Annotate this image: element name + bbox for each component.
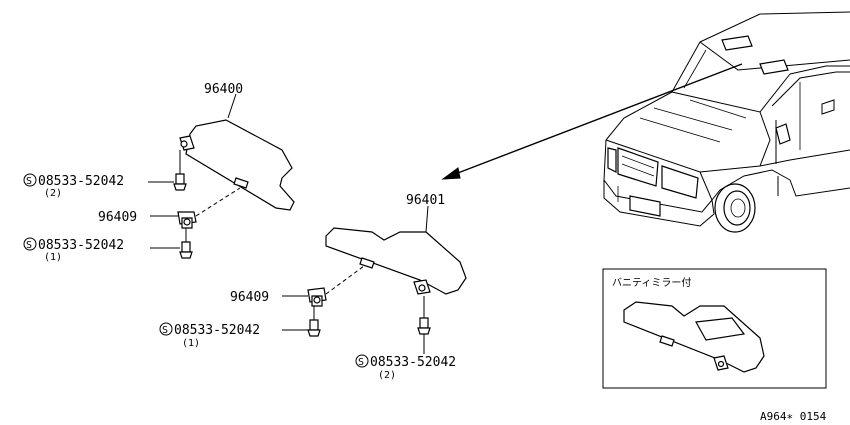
svg-text:(2): (2)	[378, 370, 396, 381]
screw-bottom-mid-icon	[307, 306, 321, 337]
inset-title: バニティミラー付	[612, 276, 691, 289]
s-symbol-icon	[355, 354, 369, 368]
screw-top-left-icon	[173, 150, 187, 191]
part-label-96409-left: 96409	[98, 210, 137, 225]
svg-text:08533-52042: 08533-52042	[38, 174, 124, 189]
vehicle-illustration	[603, 11, 850, 233]
screw-bottom-right-icon	[417, 296, 431, 354]
screw-callout-top-left: S 08533-52042 (2)	[23, 173, 124, 199]
diagram-code: A964∗ 0154	[760, 410, 827, 423]
direction-arrow	[441, 63, 743, 180]
leader-96400	[227, 93, 237, 119]
svg-text:(2): (2)	[44, 188, 62, 199]
clip-96409-right-icon	[307, 287, 327, 307]
svg-text:S: S	[358, 357, 364, 368]
screw-bottom-left-icon	[179, 228, 193, 259]
svg-text:08533-52042: 08533-52042	[38, 238, 124, 253]
s-symbol-icon	[23, 237, 37, 251]
clip-guide-left	[195, 187, 241, 217]
svg-text:S: S	[26, 240, 32, 251]
mirror-panel	[695, 317, 746, 341]
sun-visor-96400	[179, 93, 295, 211]
vanity-mirror-inset: バニティミラー付	[602, 268, 827, 389]
svg-text:08533-52042: 08533-52042	[174, 323, 260, 338]
svg-text:(1): (1)	[44, 252, 62, 263]
screw-callout-bottom-right: S 08533-52042 (2)	[355, 354, 456, 381]
part-label-96409-right: 96409	[230, 290, 269, 305]
sun-visor-96401	[325, 205, 467, 295]
clip-96409-left-icon	[177, 211, 197, 229]
part-label-96400: 96400	[204, 82, 243, 97]
svg-text:08533-52042: 08533-52042	[370, 355, 456, 370]
screw-callout-bottom-mid: S 08533-52042 (1)	[159, 322, 260, 349]
svg-text:S: S	[26, 176, 32, 187]
svg-text:(1): (1)	[182, 338, 200, 349]
leader-96401	[425, 205, 429, 233]
svg-text:S: S	[162, 325, 168, 336]
s-symbol-icon	[159, 322, 173, 336]
part-label-96401: 96401	[406, 193, 445, 208]
clip-guide-right	[325, 265, 365, 295]
s-symbol-icon	[23, 173, 37, 187]
screw-callout-bottom-left: S 08533-52042 (1)	[23, 237, 124, 263]
